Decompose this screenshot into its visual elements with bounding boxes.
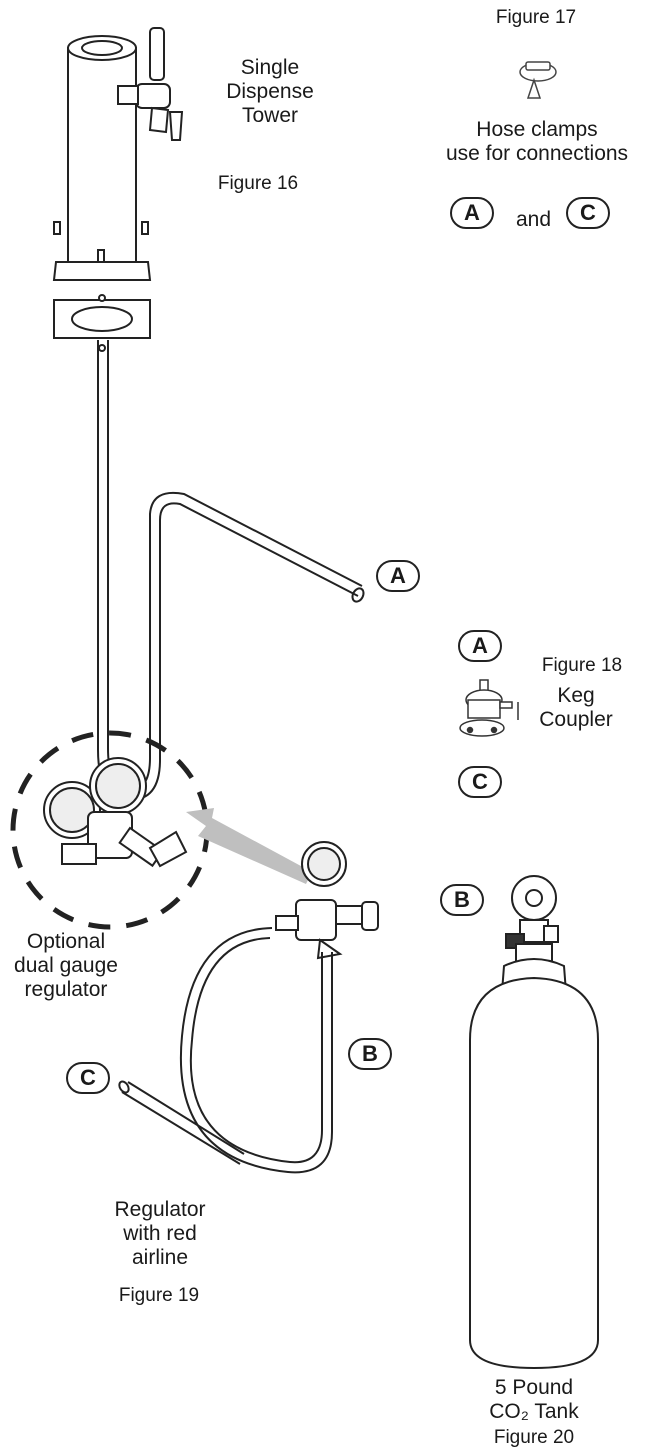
co2-tank: [469, 875, 599, 1370]
tank-label: 5 Pound CO₂ Tank: [474, 1376, 594, 1424]
connection-a-badge: A: [450, 197, 494, 229]
tower-label-line: Tower: [241, 104, 299, 127]
tube-end-a-badge: A: [376, 560, 420, 592]
connection-c-badge: C: [566, 197, 610, 229]
tower-label-line: Single: [240, 56, 300, 79]
beer-line-tube: [97, 340, 365, 802]
tank-label-line: 5 Pound: [494, 1376, 574, 1399]
coupler-a-badge: A: [458, 630, 502, 662]
figure-20-caption: Figure 20: [493, 1427, 575, 1448]
keg-coupler-icon: [459, 679, 519, 737]
keg-coupler-label: Keg Coupler: [528, 684, 624, 732]
tank-b-badge: B: [440, 884, 484, 916]
optional-regulator-line: dual gauge: [14, 954, 118, 977]
figure-19-caption: Figure 19: [118, 1285, 200, 1306]
airline-c-badge: C: [66, 1062, 110, 1094]
dual-gauge-regulator: [43, 757, 188, 868]
figure-16-caption: Figure 16: [217, 173, 299, 194]
regulator-label: Regulator with red airline: [106, 1198, 214, 1270]
red-airline-tube: [118, 927, 333, 1174]
and-text: and: [516, 208, 552, 231]
regulator-line: Regulator: [114, 1198, 206, 1221]
single-gauge-regulator: [275, 841, 379, 960]
figure-18-caption: Figure 18: [541, 655, 623, 676]
tower-label-line: Dispense: [226, 80, 314, 103]
hose-clamps-line: Hose clamps: [476, 118, 598, 141]
coupler-c-badge: C: [458, 766, 502, 798]
regulator-line: with red: [123, 1222, 197, 1245]
figure-17-caption: Figure 17: [495, 7, 577, 28]
regulator-b-badge: B: [348, 1038, 392, 1070]
tank-label-line: CO₂ Tank: [489, 1400, 579, 1423]
regulator-line: airline: [131, 1246, 189, 1269]
hose-clamp-icon: [519, 61, 557, 99]
keg-coupler-line: Coupler: [539, 708, 613, 731]
pointer-arrow: [186, 808, 312, 884]
optional-regulator-line: Optional: [26, 930, 106, 953]
dispense-tower: [52, 27, 184, 352]
optional-regulator-line: regulator: [24, 978, 108, 1001]
tower-label: Single Dispense Tower: [222, 56, 318, 128]
hose-clamps-line: use for connections: [445, 142, 629, 165]
hose-clamps-label: Hose clamps use for connections: [428, 118, 645, 166]
keg-coupler-line: Keg: [557, 684, 595, 707]
optional-regulator-label: Optional dual gauge regulator: [4, 930, 128, 1002]
